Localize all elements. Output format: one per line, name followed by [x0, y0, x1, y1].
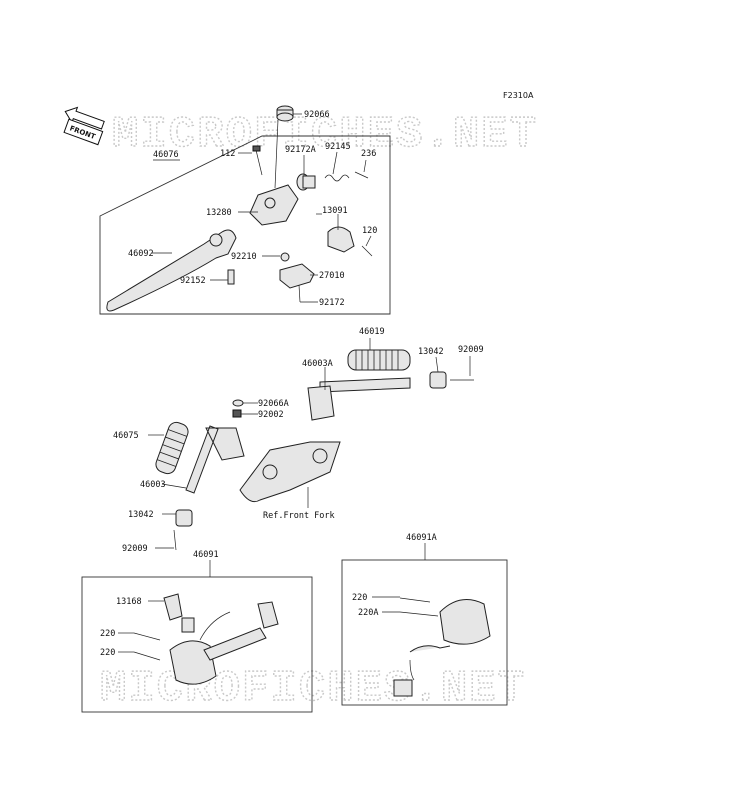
label-220-b: 220: [100, 648, 115, 658]
label-92172A: 92172A: [285, 145, 316, 155]
screw-92172A-part: [296, 173, 316, 191]
nut-92210-part: [280, 252, 290, 262]
label-92009-bottom: 92009: [122, 544, 148, 554]
label-92145: 92145: [325, 142, 351, 152]
label-92172: 92172: [319, 298, 345, 308]
label-92066: 92066: [304, 110, 330, 120]
label-ref-front-fork: Ref.Front Fork: [263, 511, 335, 521]
watermark-top: MICROFICHES.NET: [112, 110, 538, 160]
label-46091A: 46091A: [406, 533, 437, 543]
clamp-13091-part: [327, 226, 355, 253]
screw-220A-part: [399, 611, 439, 617]
label-220A: 220A: [358, 608, 378, 618]
cap-92066A-part: [232, 399, 244, 407]
label-46003: 46003: [140, 480, 166, 490]
right-switch-box: [341, 559, 508, 706]
lever-46092-part: [106, 229, 237, 312]
screw-220-b-part: [133, 651, 161, 661]
cap-92066-part: [276, 105, 294, 122]
label-120: 120: [362, 226, 377, 236]
weight-13042-bottom-part: [175, 509, 193, 527]
label-46092: 46092: [128, 249, 154, 259]
label-46075: 46075: [113, 431, 139, 441]
label-27010: 27010: [319, 271, 345, 281]
label-92210: 92210: [231, 252, 257, 262]
label-112: 112: [220, 149, 235, 159]
switch-27010-part: [279, 263, 315, 289]
label-220-a: 220: [100, 629, 115, 639]
screw-92009-bottom-part: [173, 529, 177, 551]
label-13042-top: 13042: [418, 347, 444, 357]
lever-assembly-box: [99, 135, 391, 315]
label-13168: 13168: [116, 597, 142, 607]
left-switch-46091-part: [163, 593, 279, 685]
front-arrow-icon: FRONT: [63, 106, 105, 146]
bolt-92002-part: [232, 409, 242, 418]
label-46091: 46091: [193, 550, 219, 560]
weight-13042-top-part: [429, 371, 447, 389]
pin-92152-part: [227, 269, 235, 285]
watermark-bottom: MICROFICHES.NET: [100, 664, 526, 714]
spring-92145-part: [324, 174, 350, 182]
screw-236-part: [354, 171, 369, 179]
label-92066A: 92066A: [258, 399, 289, 409]
screw-220-a-part: [133, 632, 161, 641]
label-220-c: 220: [352, 593, 367, 603]
grip-46019-part: [347, 349, 411, 371]
label-92002: 92002: [258, 410, 284, 420]
label-92152: 92152: [180, 276, 206, 286]
grip-46075-part: [155, 421, 189, 475]
label-46076: 46076: [153, 150, 179, 160]
label-13280: 13280: [206, 208, 232, 218]
diagram-code: F2310A: [503, 91, 534, 100]
handlebar-46003-part: [185, 425, 245, 494]
label-46019: 46019: [359, 327, 385, 337]
handlebar-46003A-part: [307, 377, 411, 421]
screw-92172-part: [298, 284, 301, 303]
label-92009-top: 92009: [458, 345, 484, 355]
label-46003A: 46003A: [302, 359, 333, 369]
lever-holder-13280-part: [249, 119, 299, 226]
bolt-120-part: [361, 245, 373, 257]
label-13091: 13091: [322, 206, 348, 216]
bolt-112-part: [252, 145, 263, 176]
right-switch-46091A-part: [393, 599, 491, 697]
label-236: 236: [361, 149, 376, 159]
left-switch-box: [81, 576, 313, 713]
screw-220-c-part: [399, 597, 431, 603]
leader-lines: [118, 113, 471, 653]
label-13042-bottom: 13042: [128, 510, 154, 520]
